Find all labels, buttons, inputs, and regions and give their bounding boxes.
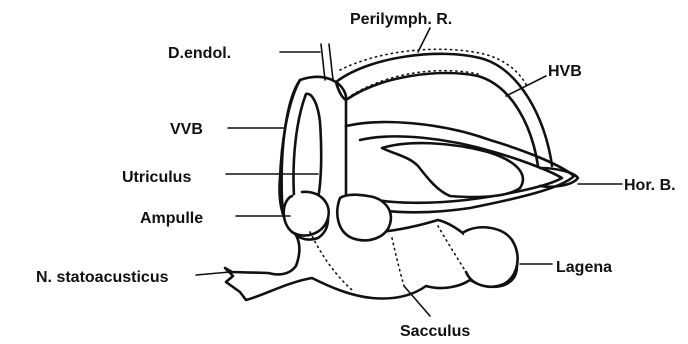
ampulle-shape [284, 192, 329, 236]
endolymph-duct-line-right [329, 44, 333, 80]
label-d-endol: D.endol. [168, 45, 231, 62]
label-perilymph: Perilymph. R. [350, 11, 452, 28]
utriculus-oval [337, 195, 391, 241]
leader-perilymph [418, 28, 430, 52]
endolymph-duct-line-left [321, 44, 325, 80]
label-vvb: VVB [170, 121, 203, 138]
leader-n-statoacusticus [196, 272, 230, 275]
label-hvb: HVB [548, 63, 582, 80]
label-ampulle: Ampulle [140, 210, 203, 227]
label-utriculus: Utriculus [122, 169, 191, 186]
label-sacculus: Sacculus [400, 323, 470, 340]
lagena-shape [464, 227, 518, 286]
hor-b-inner-window [382, 143, 523, 197]
label-hor-b: Hor. B. [624, 177, 676, 194]
label-n-statoacusticus: N. statoacusticus [36, 269, 169, 286]
label-lagena: Lagena [556, 259, 612, 276]
